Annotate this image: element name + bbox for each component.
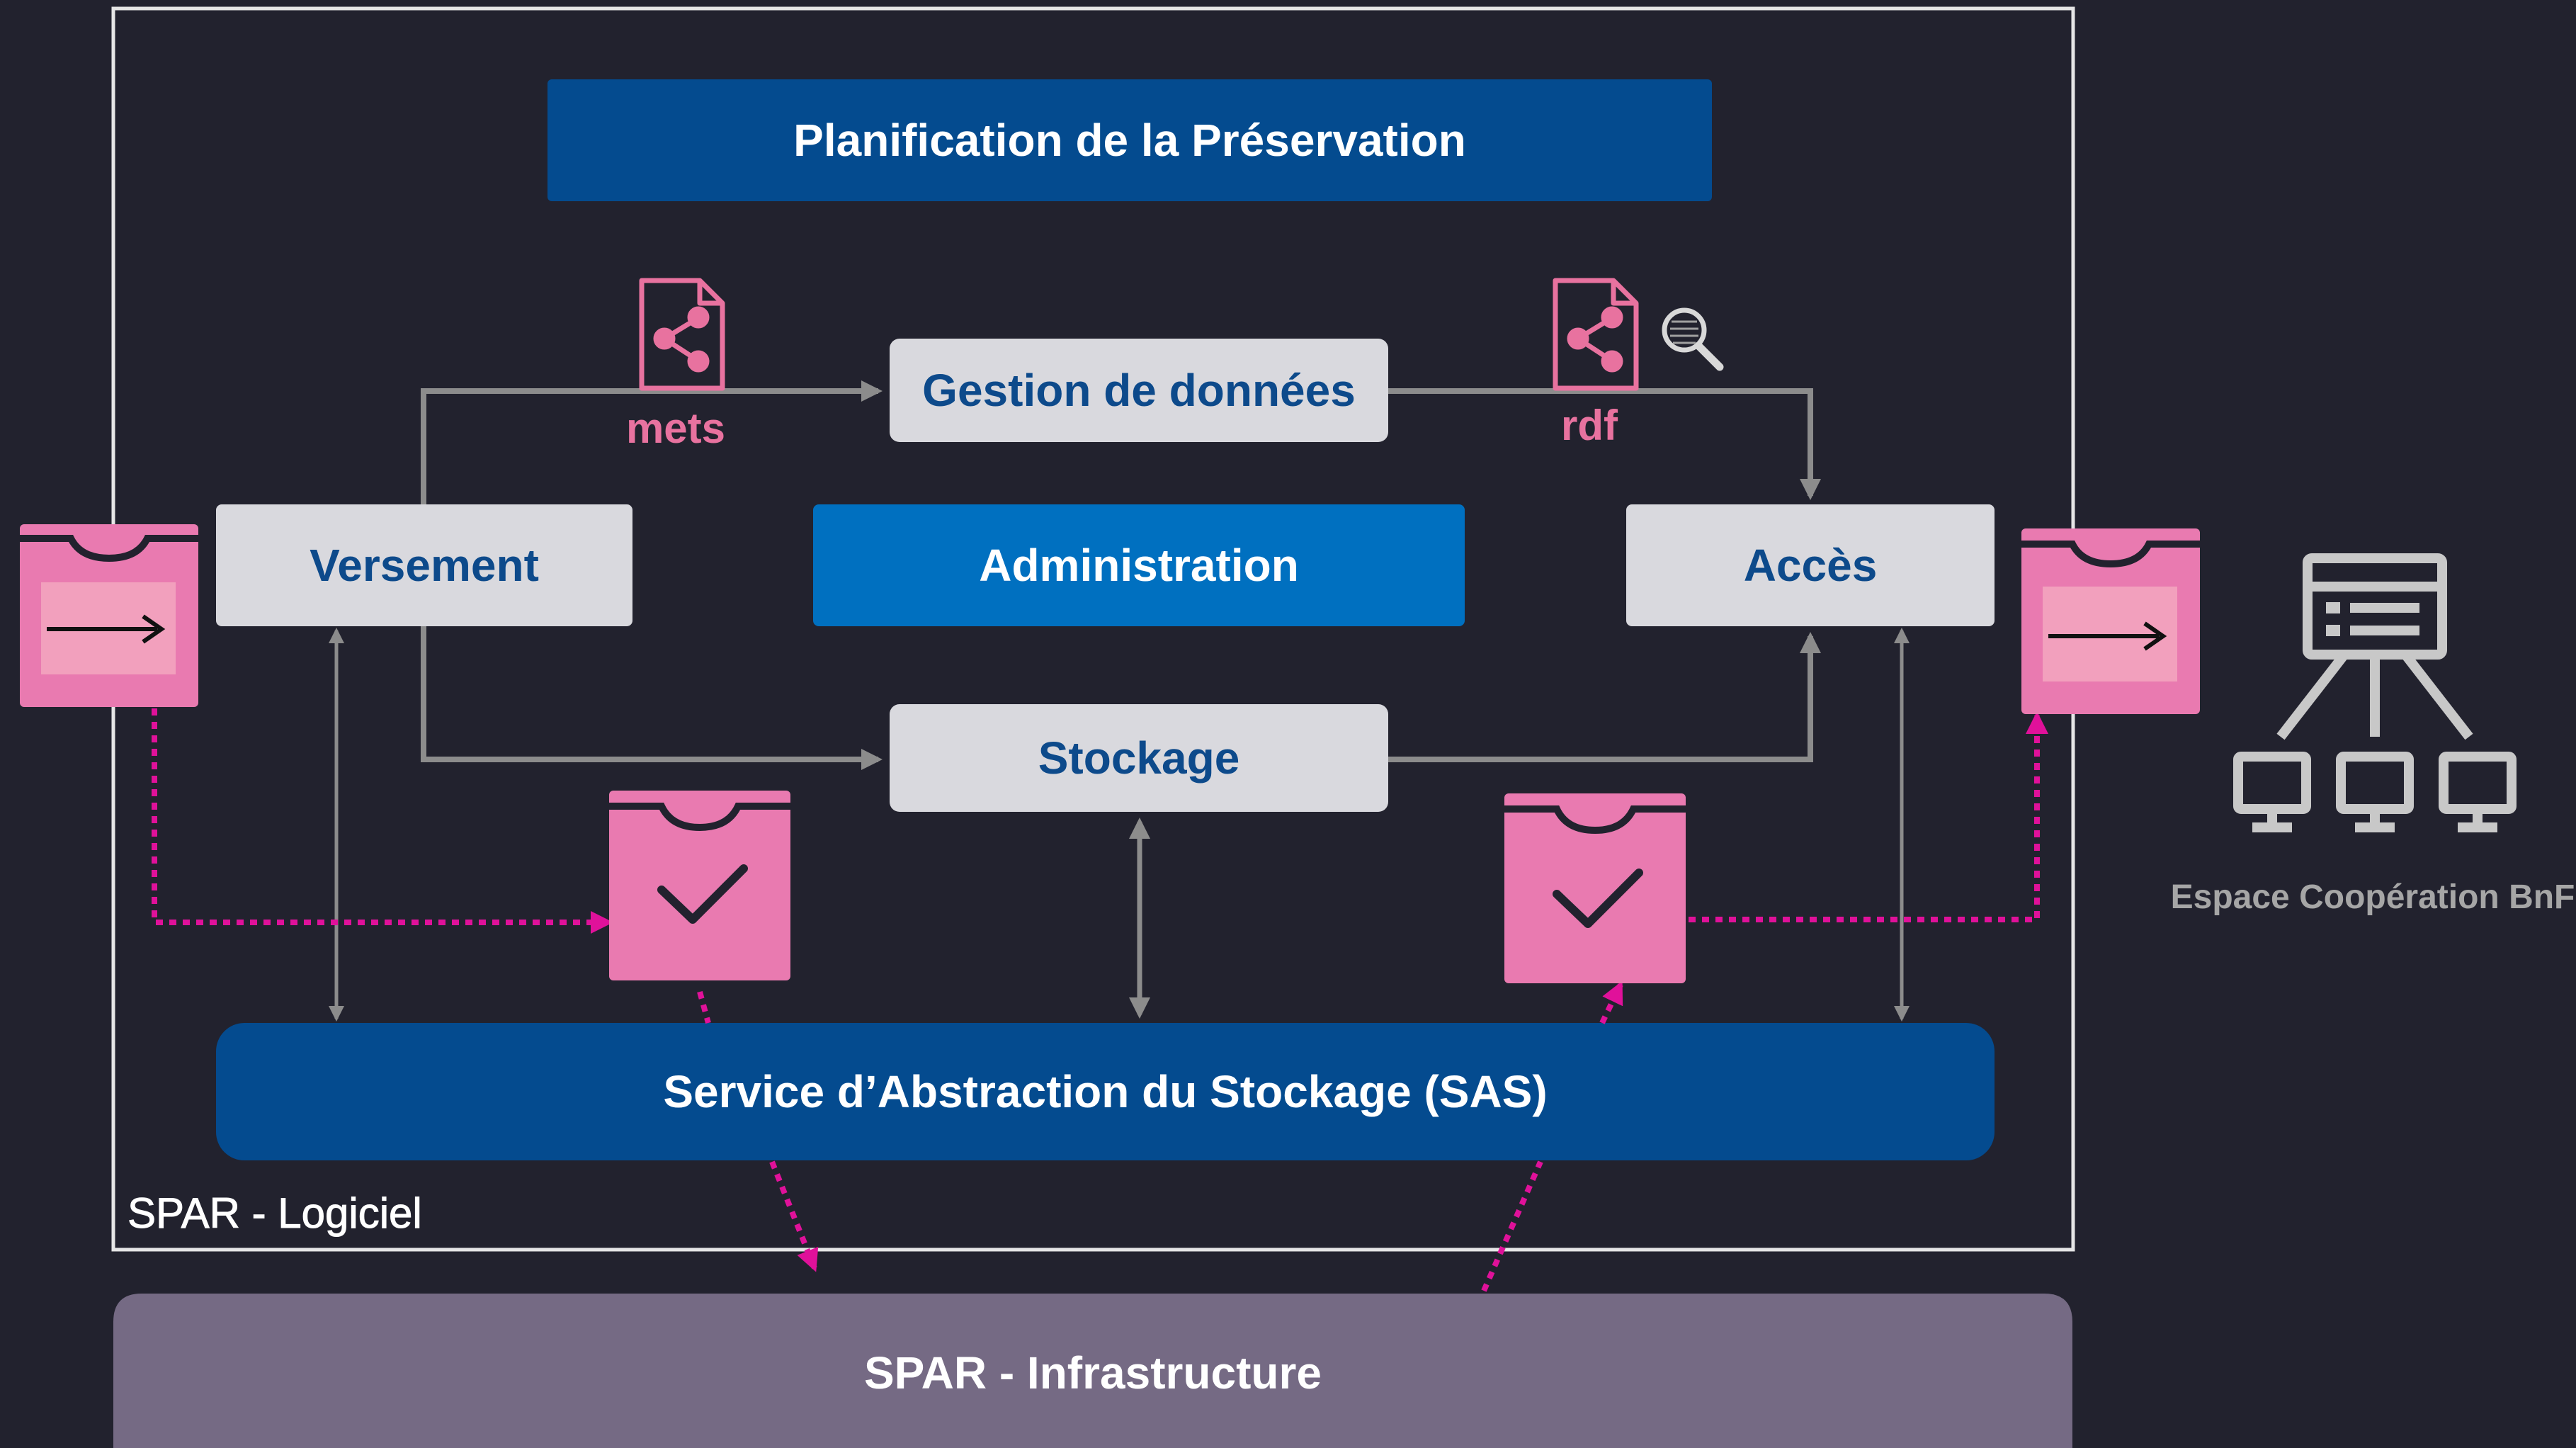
sas-label: Service d’Abstraction du Stockage (SAS) [663,1066,1548,1117]
acces-box [1626,504,1995,626]
stockage-label: Stockage [1038,733,1240,784]
infrastructure-to-sas-flow [1481,1160,1543,1292]
gestion-box [890,339,1388,442]
administration-label: Administration [979,540,1299,591]
gestion-to-acces-arrow [1388,388,1821,500]
administration-box [813,504,1465,626]
gestion-de-donnees-label: Gestion de données [922,365,1356,416]
mets-file-icon [639,278,725,391]
validated-package-icon [1504,793,1686,983]
rdf-label: rdf [1561,401,1618,449]
versement-to-gestion-arrow [421,380,883,504]
rdf-file-icon [1553,278,1639,391]
planification-box [547,79,1712,201]
acces-label: Accès [1743,540,1878,591]
output-package-icon [2021,528,2200,714]
sip-to-versement-flow [152,708,613,934]
mets-label: mets [625,404,726,452]
validated-package-icon [609,791,790,980]
magnifier-icon [1662,307,1724,371]
spar-logiciel-label: SPAR - Logiciel [127,1189,423,1237]
network-icon [2233,553,2517,832]
versement-to-stockage-arrow [421,626,883,770]
espace-cooperation-label: Espace Coopération BnF [2170,878,2575,916]
sas-to-dip-flow [1599,980,1623,1024]
versement-label: Versement [310,540,539,591]
input-package-icon [20,524,198,707]
sas-to-infrastructure-flow [769,1160,819,1272]
stockage-box [890,704,1388,812]
planification-label: Planification de la Préservation [793,115,1466,166]
aip-to-sas-flow [697,990,711,1024]
spar-infrastructure-label: SPAR - Infrastructure [863,1347,1322,1398]
dip-to-output-flow [1689,711,2048,922]
versement-box [216,504,632,626]
sas-box [216,1023,1995,1160]
infrastructure-box [113,1294,2072,1448]
stockage-to-acces-arrow [1388,632,1821,762]
